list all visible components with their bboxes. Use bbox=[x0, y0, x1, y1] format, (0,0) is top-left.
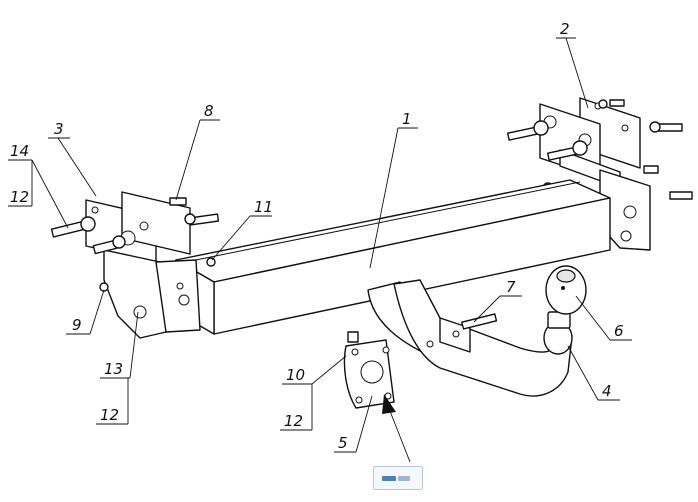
left-bolts bbox=[50, 197, 220, 292]
left-mounting-bracket bbox=[85, 191, 201, 339]
callout-12-socket: 12 bbox=[284, 412, 303, 430]
tow-bar-arm bbox=[367, 279, 573, 397]
callout-12-lower-left: 12 bbox=[100, 406, 119, 424]
callout-13: 13 bbox=[104, 360, 123, 378]
leader-lines bbox=[8, 37, 632, 453]
callout-labels: 1 2 3 4 5 6 7 8 9 10 11 12 12 12 13 14 bbox=[10, 20, 624, 452]
callout-14: 14 bbox=[10, 142, 29, 160]
connector-arrow bbox=[382, 394, 411, 463]
callout-4: 4 bbox=[602, 382, 612, 400]
callout-1: 1 bbox=[402, 110, 412, 128]
callout-2: 2 bbox=[560, 20, 570, 38]
callout-7: 7 bbox=[506, 278, 516, 296]
callout-10: 10 bbox=[286, 366, 305, 384]
connector-widget-bar-secondary bbox=[398, 476, 410, 481]
callout-3: 3 bbox=[54, 120, 64, 138]
callout-8: 8 bbox=[204, 102, 214, 120]
socket-plate bbox=[343, 331, 395, 409]
tow-ball bbox=[543, 265, 587, 355]
connector-widget-bar bbox=[382, 476, 396, 481]
callout-5: 5 bbox=[338, 434, 348, 452]
callout-11: 11 bbox=[254, 198, 273, 216]
connector-widget[interactable] bbox=[373, 466, 423, 490]
callout-6: 6 bbox=[614, 322, 624, 340]
callout-12-upper-left: 12 bbox=[10, 188, 29, 206]
callout-9: 9 bbox=[72, 316, 82, 334]
